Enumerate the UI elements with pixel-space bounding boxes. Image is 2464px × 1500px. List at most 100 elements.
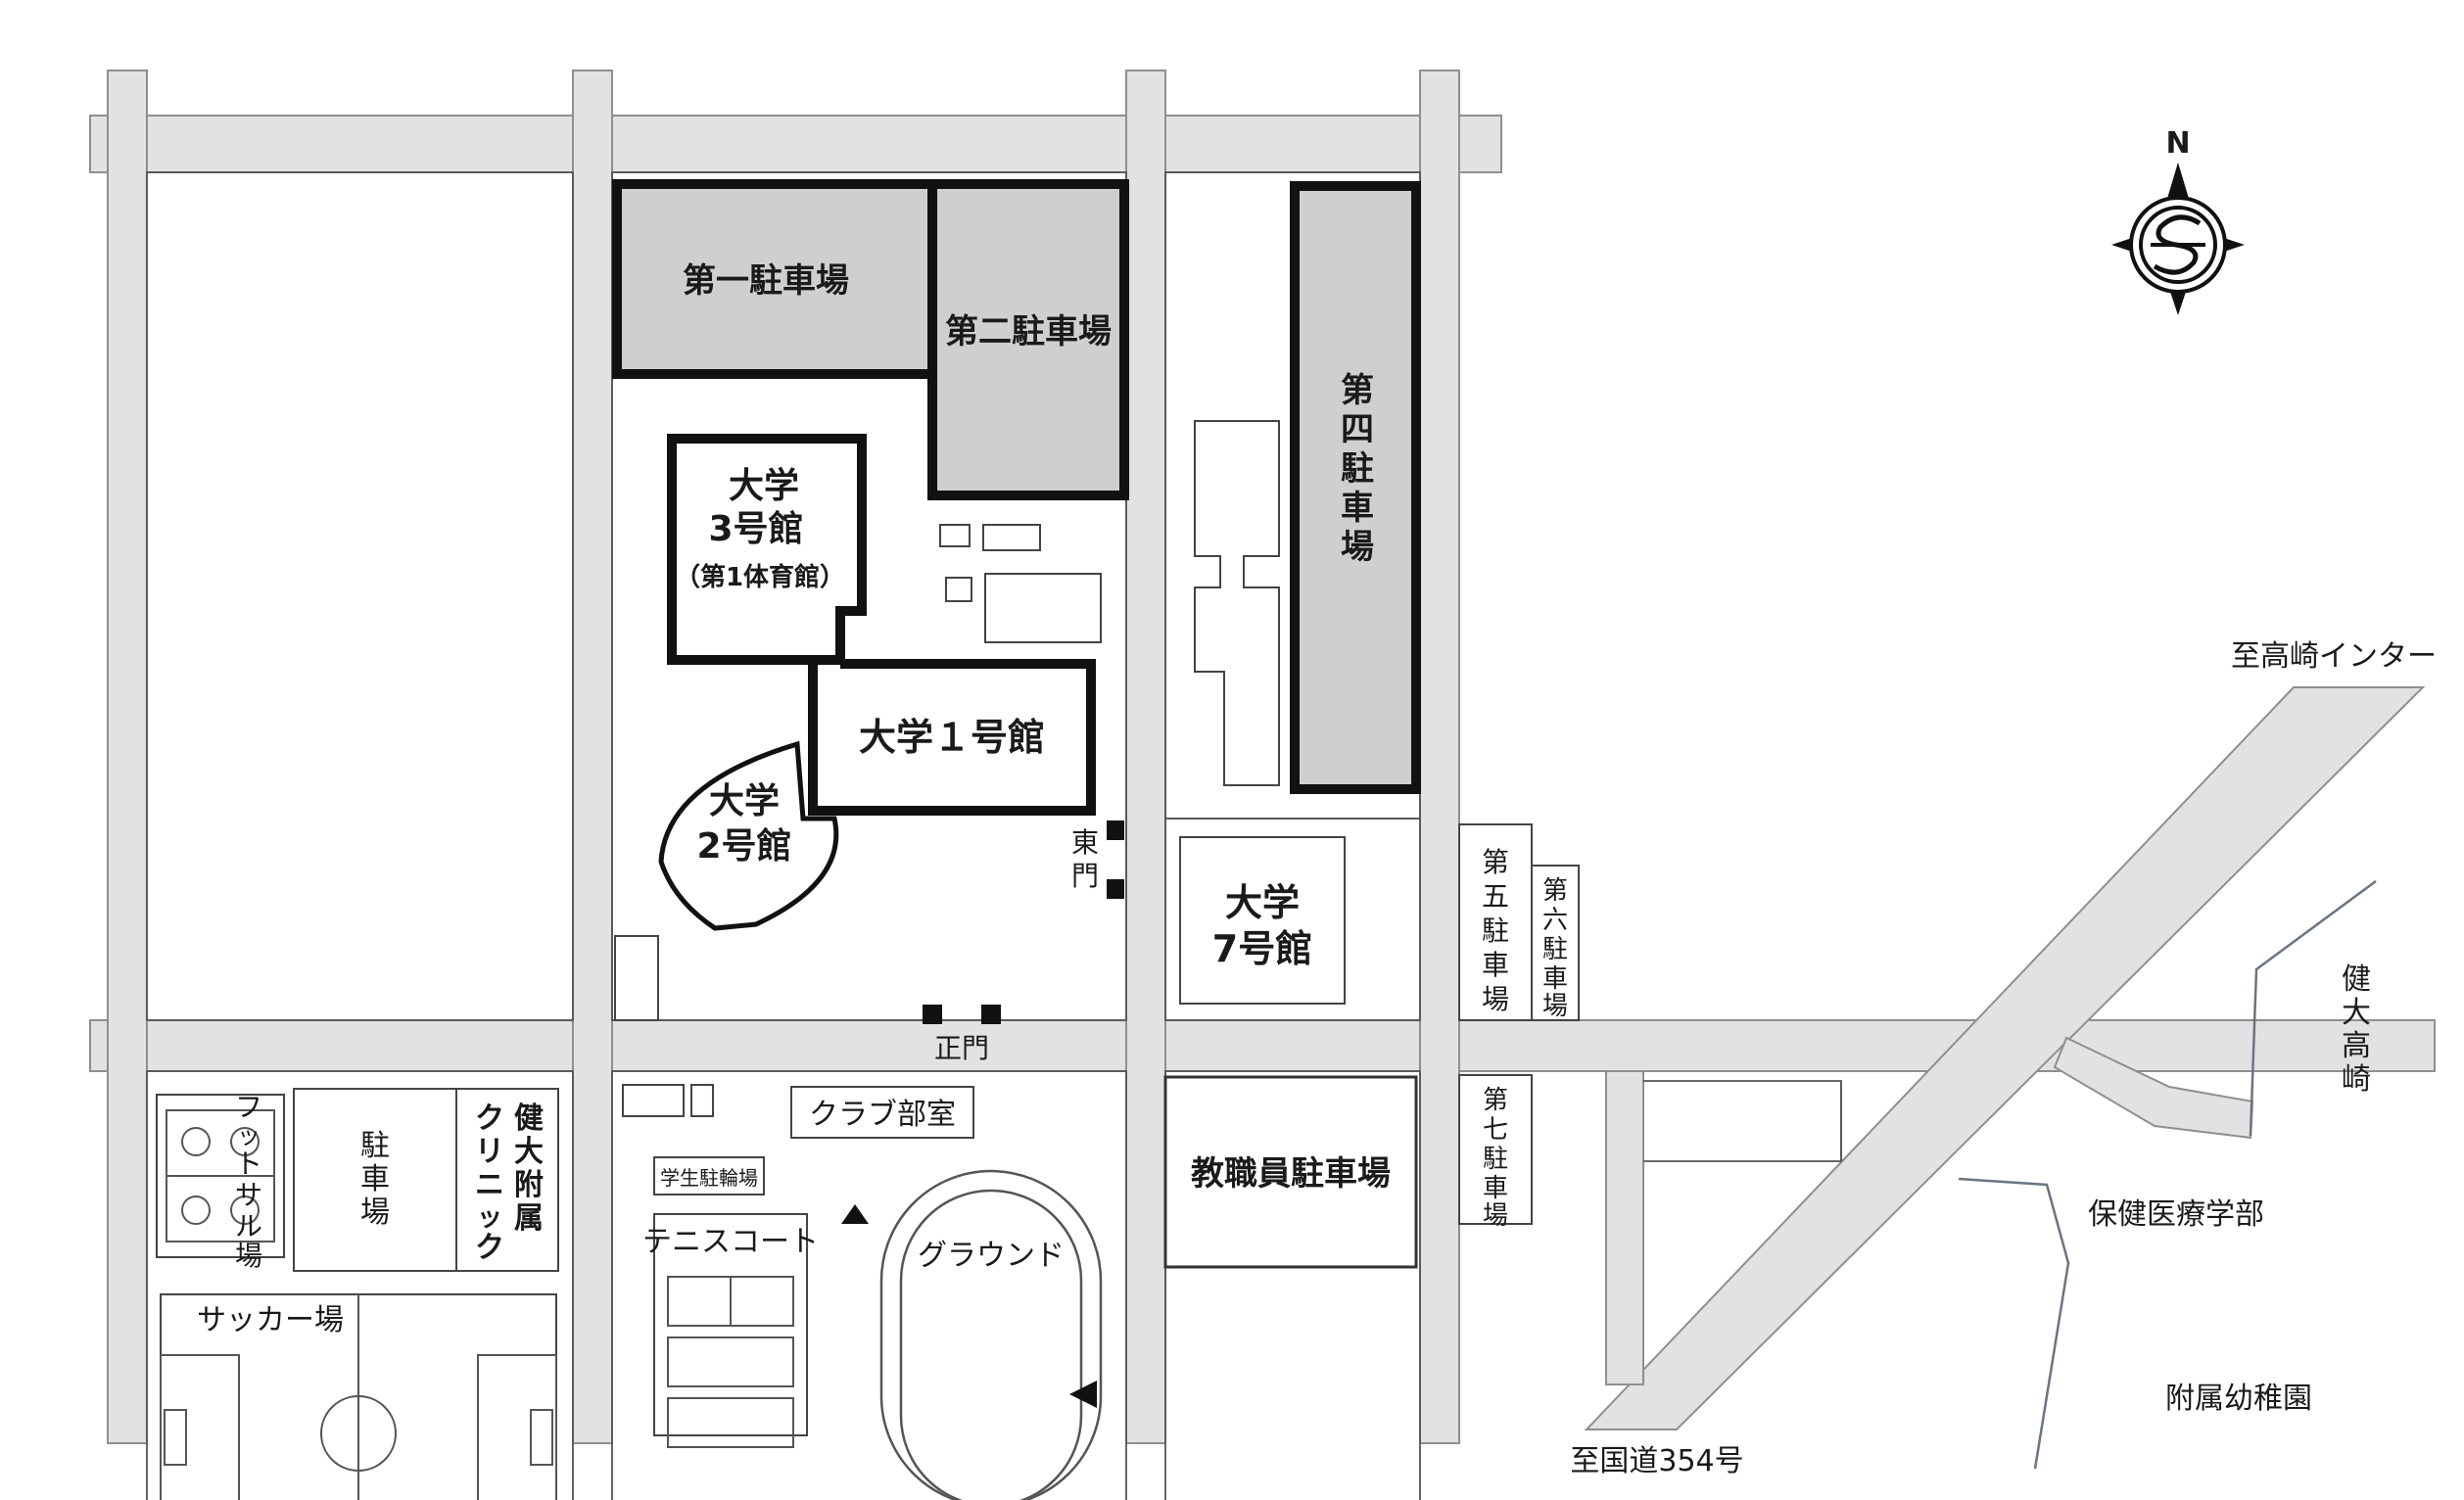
futsal-label: フ ッ ト サ ル 場 <box>235 1091 262 1272</box>
parking-2-label: 第二駐車場 <box>945 312 1112 352</box>
staff-parking <box>1163 1075 1418 1269</box>
club-room <box>790 1086 974 1139</box>
road-diagonal <box>1584 686 2426 1430</box>
svg-text:場: 場 <box>1542 992 1568 1021</box>
bicycle-label: 学生駐輪場 <box>660 1166 758 1190</box>
ground-track-outer <box>879 1169 1103 1500</box>
parking-6-label: 第 六 駐 車 場 <box>1542 876 1568 1021</box>
east-gate-post-2 <box>1107 879 1124 899</box>
block-east-lot <box>1643 1080 1842 1162</box>
svg-text:ク: ク <box>475 1231 504 1265</box>
parking-4-label: 第 四 駐 車 場 <box>1341 371 1374 567</box>
parking-2 <box>927 179 1129 500</box>
to-route354-label: 至国道354号 <box>1570 1444 1743 1478</box>
block-sw <box>146 1070 574 1500</box>
svg-text:ク: ク <box>475 1102 504 1136</box>
main-gate-post-1 <box>923 1005 942 1024</box>
svg-text:高: 高 <box>2342 1029 2371 1063</box>
svg-text:崎: 崎 <box>2342 1062 2371 1097</box>
main-gate-post-2 <box>981 1005 1001 1024</box>
svg-text:車: 車 <box>1483 1174 1508 1203</box>
parking-7-label: 第 七 駐 車 場 <box>1483 1086 1508 1231</box>
svg-text:車: 車 <box>1482 949 1509 981</box>
block-west <box>146 171 574 1021</box>
svg-text:属: 属 <box>514 1201 544 1236</box>
svg-text:ニ: ニ <box>475 1168 504 1202</box>
svg-text:門: 門 <box>1071 860 1099 892</box>
bldg-1-label: 大学１号館 <box>859 716 1045 759</box>
block-7 <box>1164 818 1421 1021</box>
block-ground <box>611 1070 1127 1500</box>
bldg-2-label: 大学 2号館 <box>696 780 791 867</box>
svg-text:駐: 駐 <box>1482 914 1509 947</box>
bldg-1 <box>808 611 1096 816</box>
svg-text:健: 健 <box>514 1102 544 1136</box>
bldg-7-outline <box>1179 836 1346 1005</box>
parking-sw-label: 駐 車 場 <box>360 1129 390 1230</box>
svg-text:車: 車 <box>1341 489 1374 528</box>
svg-text:五: 五 <box>1482 880 1509 913</box>
svg-text:四: 四 <box>1341 410 1374 449</box>
svg-text:N: N <box>2165 126 2190 161</box>
svg-text:附: 附 <box>514 1168 544 1202</box>
svg-text:第: 第 <box>1483 1086 1508 1115</box>
svg-text:場: 場 <box>235 1240 262 1272</box>
parking-7 <box>1458 1074 1533 1225</box>
svg-text:サ: サ <box>235 1179 262 1211</box>
svg-text:健: 健 <box>2342 962 2371 997</box>
compass-rose-icon: N <box>2111 126 2245 315</box>
clinic-label: 健 大 附 属 ク リ ニ ッ ク <box>475 1102 544 1265</box>
road-v2 <box>572 70 613 1444</box>
svg-text:駐: 駐 <box>1483 1145 1508 1174</box>
staff-parking-label: 教職員駐車場 <box>1191 1154 1391 1194</box>
svg-text:大学: 大学 <box>709 780 780 821</box>
soccer-field-detail <box>160 1294 557 1500</box>
east-gate-post-1 <box>1107 820 1124 840</box>
svg-text:第: 第 <box>1542 876 1568 906</box>
svg-text:駐: 駐 <box>1341 449 1374 489</box>
ground-track-inner <box>899 1189 1083 1500</box>
road-v1 <box>107 70 148 1444</box>
futsal-court-detail <box>166 1109 275 1242</box>
svg-text:ッ: ッ <box>237 1122 261 1149</box>
triangle-marker-icon <box>841 1204 869 1224</box>
svg-text:2号館: 2号館 <box>696 825 791 867</box>
block-outlines <box>146 171 1421 1500</box>
to-takasaki-ic-label: 至高崎インター <box>2231 639 2437 674</box>
bldg-3-label: 大学 3号館 （第1体育館） <box>675 465 845 592</box>
road-branch <box>2053 1036 2254 1140</box>
parking-sw <box>293 1088 457 1272</box>
svg-text:六: 六 <box>1542 906 1568 935</box>
svg-text:場: 場 <box>1341 528 1374 567</box>
kindergarten-label: 附属幼稚園 <box>2165 1382 2312 1416</box>
road-south-stub <box>1605 1070 1644 1385</box>
svg-text:駐: 駐 <box>1542 935 1568 964</box>
small-box-6 <box>622 1084 685 1117</box>
svg-text:大学: 大学 <box>1225 881 1300 924</box>
svg-text:大: 大 <box>2342 996 2371 1030</box>
small-box-4 <box>984 573 1102 643</box>
svg-text:車: 車 <box>1542 964 1568 994</box>
clinic <box>455 1088 559 1272</box>
svg-text:東: 東 <box>1071 826 1099 859</box>
svg-text:場: 場 <box>1482 983 1509 1015</box>
small-box-7 <box>690 1084 714 1117</box>
road-v3 <box>1125 70 1166 1444</box>
block-campus <box>611 171 1127 1021</box>
svg-text:（第1体育館）: （第1体育館） <box>675 562 845 592</box>
parking-1 <box>612 179 937 379</box>
kendai-takasaki-label: 健 大 高 崎 <box>2342 962 2371 1097</box>
svg-text:駐: 駐 <box>360 1129 390 1163</box>
main-gate-label: 正門 <box>934 1032 989 1064</box>
tennis-label: テニスコート <box>642 1225 819 1259</box>
svg-text:七: 七 <box>1483 1115 1508 1145</box>
svg-text:フ: フ <box>235 1091 262 1123</box>
small-box-5 <box>614 935 659 1021</box>
svg-text:場: 場 <box>360 1195 390 1230</box>
road-v4 <box>1419 70 1460 1444</box>
parking-6 <box>1531 865 1580 1021</box>
soccer-label: サッカー場 <box>197 1303 344 1337</box>
small-box-3 <box>945 577 972 602</box>
bicycle-parking <box>653 1156 765 1195</box>
